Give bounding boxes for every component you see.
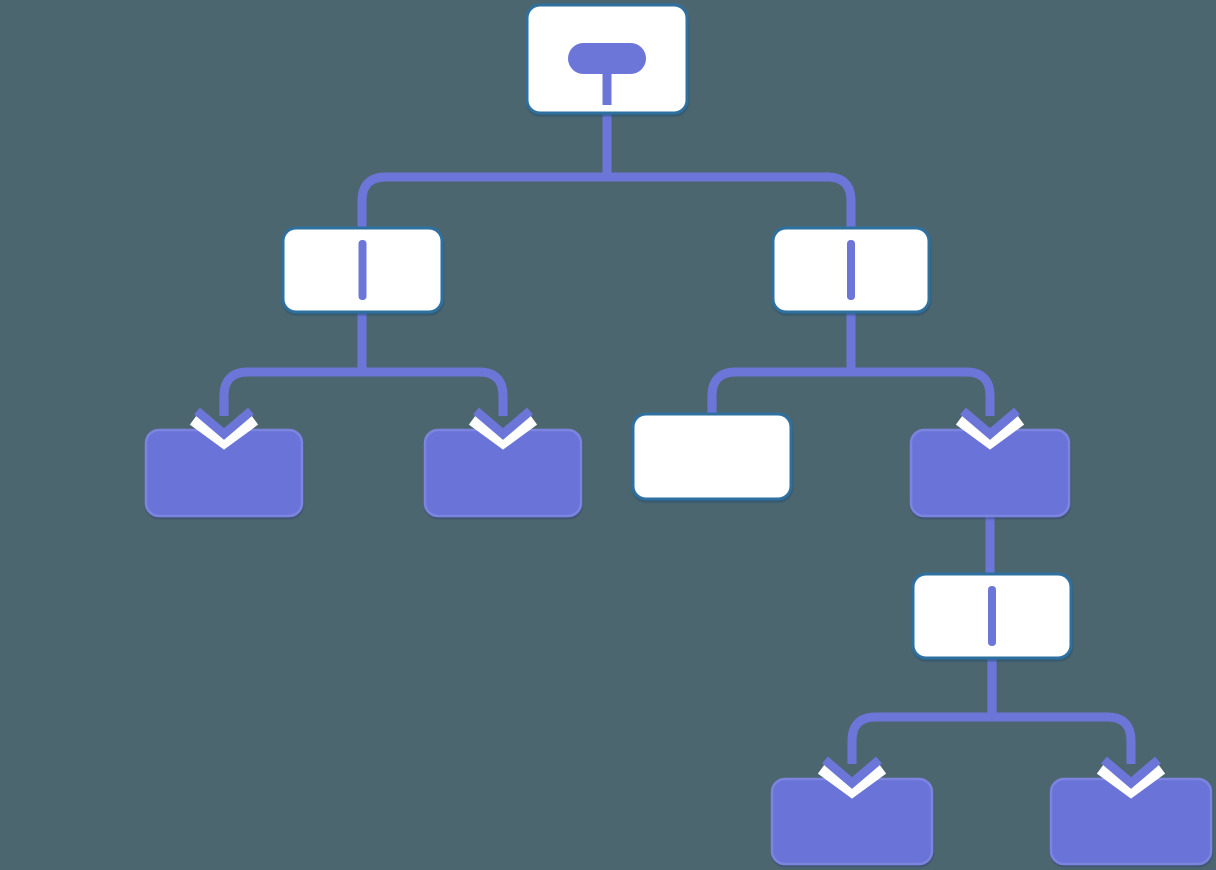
node-body-leaf-right-1[interactable] — [631, 412, 793, 501]
connector-edge-trunk-level-1 — [357, 172, 856, 229]
node-leaf-right-1[interactable] — [631, 412, 793, 501]
divider-line-icon — [358, 240, 367, 300]
chevron-down-icon-leaf-left-2 — [468, 407, 538, 450]
connector-edge-trunk-right — [707, 367, 995, 416]
chevron-down-icon-leaf-bottom-2 — [1096, 756, 1166, 799]
chevron-purple-arrowhead — [822, 756, 882, 789]
pill-stem — [602, 71, 612, 105]
node-layer — [144, 3, 1213, 866]
chevron-down-icon-mid-right — [955, 407, 1025, 450]
chevron-down-icon-leaf-bottom-1 — [817, 756, 887, 799]
chevron-purple-arrowhead — [960, 407, 1020, 440]
pill-icon — [568, 43, 646, 105]
node-root[interactable] — [525, 3, 689, 115]
chevron-down-icon-leaf-left-1 — [189, 407, 259, 450]
chevron-white-outline — [1096, 762, 1166, 799]
chevron-white-outline — [189, 413, 259, 450]
chevron-white-outline — [468, 413, 538, 450]
pill-shape — [568, 43, 646, 74]
chevron-white-outline — [817, 762, 887, 799]
node-pass-right[interactable] — [911, 572, 1073, 660]
divider-line-icon — [988, 586, 996, 646]
chevron-white-outline — [955, 413, 1025, 450]
connector-layer — [219, 111, 1136, 764]
connector-edge-trunk-left — [219, 367, 508, 416]
chevron-purple-arrowhead — [1101, 756, 1161, 789]
arrow-layer — [189, 407, 1166, 799]
chevron-purple-arrowhead — [473, 407, 533, 440]
node-branch-left[interactable] — [281, 226, 444, 314]
connector-edge-trunk-bottom — [847, 712, 1136, 764]
chevron-purple-arrowhead — [194, 407, 254, 440]
divider-line-icon — [847, 240, 855, 300]
node-branch-right[interactable] — [771, 226, 931, 314]
